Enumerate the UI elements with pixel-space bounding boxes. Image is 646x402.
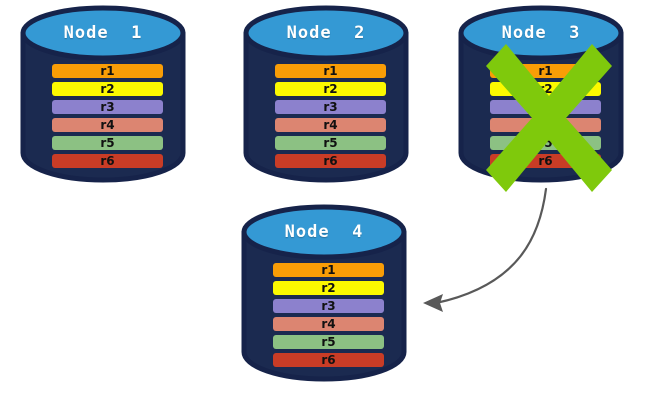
node-1-title: Node 1 xyxy=(63,23,143,43)
node-1-row-r4: r4 xyxy=(52,118,163,132)
node-4-row-r1: r1 xyxy=(273,263,384,277)
node-2-rows: r1 r2 r3 r4 r5 r6 xyxy=(275,64,386,168)
node-2-row-r4: r4 xyxy=(275,118,386,132)
node-3-row-r3: r3 xyxy=(490,100,601,114)
node-1-row-r6: r6 xyxy=(52,154,163,168)
node-2-row-r1: r1 xyxy=(275,64,386,78)
node-3-row-r2: r2 xyxy=(490,82,601,96)
node-2-row-r6: r6 xyxy=(275,154,386,168)
node-1-row-r2: r2 xyxy=(52,82,163,96)
node-2-row-r3: r3 xyxy=(275,100,386,114)
node-3-row-r1: r1 xyxy=(490,64,601,78)
node-1-row-r5: r5 xyxy=(52,136,163,150)
node-4-row-r5: r5 xyxy=(273,335,384,349)
node-1-row-r3: r3 xyxy=(52,100,163,114)
node-4-row-r3: r3 xyxy=(273,299,384,313)
node-1[interactable]: Node 1 r1 r2 r3 r4 r5 r6 xyxy=(20,5,186,186)
node-1-row-r1: r1 xyxy=(52,64,163,78)
node-2-row-r5: r5 xyxy=(275,136,386,150)
node-3-row-r4: r4 xyxy=(490,118,601,132)
node-3-title: Node 3 xyxy=(501,23,581,43)
node-3[interactable]: Node 3 r1 r2 r3 r4 r5 r6 xyxy=(458,5,624,186)
node-3-rows: r1 r2 r3 r4 r5 r6 xyxy=(490,64,601,168)
node-2-title: Node 2 xyxy=(286,23,366,43)
node-4-row-r2: r2 xyxy=(273,281,384,295)
node-4[interactable]: Node 4 r1 r2 r3 r4 r5 r6 xyxy=(241,204,407,385)
node-1-rows: r1 r2 r3 r4 r5 r6 xyxy=(52,64,163,168)
node-4-rows: r1 r2 r3 r4 r5 r6 xyxy=(273,263,384,367)
node-4-title: Node 4 xyxy=(284,222,364,242)
node-3-row-r6: r6 xyxy=(490,154,601,168)
node-3-row-r5: r5 xyxy=(490,136,601,150)
node-4-row-r6: r6 xyxy=(273,353,384,367)
node-4-row-r4: r4 xyxy=(273,317,384,331)
node-2-row-r2: r2 xyxy=(275,82,386,96)
node-2[interactable]: Node 2 r1 r2 r3 r4 r5 r6 xyxy=(243,5,409,186)
